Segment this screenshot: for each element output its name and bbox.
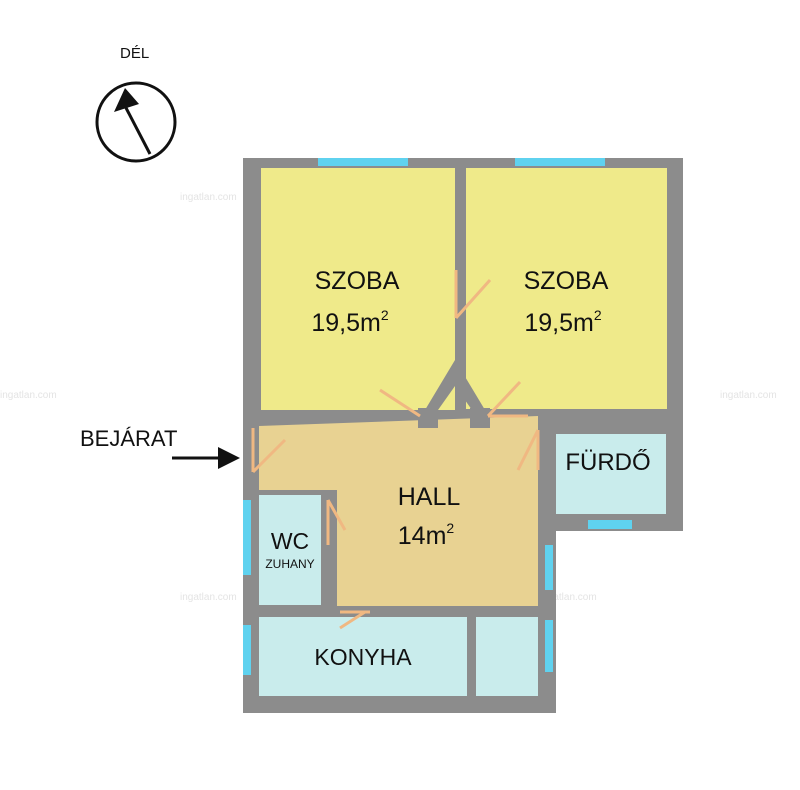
watermark: ingatlan.com bbox=[540, 592, 597, 603]
door bbox=[454, 278, 492, 320]
windows bbox=[243, 158, 632, 675]
room-name: SZOBA bbox=[315, 267, 400, 295]
window bbox=[545, 545, 553, 590]
compass-label: DÉL bbox=[120, 45, 149, 62]
room-labels: SZOBA 19,5m2 SZOBA 19,5m2 HALL 14m2 FÜRD… bbox=[265, 267, 650, 670]
watermark: ingatlan.com bbox=[180, 592, 237, 603]
room-wc bbox=[259, 495, 321, 605]
watermark: ingatlan.com bbox=[720, 390, 777, 401]
room-konyha bbox=[259, 617, 467, 696]
room-szoba-left bbox=[261, 168, 455, 410]
compass-arrow-icon bbox=[114, 88, 139, 112]
room-name: KONYHA bbox=[314, 644, 412, 670]
room-name: SZOBA bbox=[524, 267, 609, 295]
room-hall bbox=[259, 416, 538, 606]
wall-notch bbox=[470, 408, 490, 428]
room-area: 14m2 bbox=[398, 520, 455, 550]
room-sub: ZUHANY bbox=[265, 557, 314, 571]
room-area: 19,5m2 bbox=[311, 307, 388, 337]
entrance: BEJÁRAT bbox=[80, 426, 240, 469]
entrance-arrow-icon bbox=[218, 447, 240, 469]
wall-chimney bbox=[425, 360, 485, 410]
door bbox=[379, 388, 421, 418]
door bbox=[251, 438, 287, 474]
room-name: HALL bbox=[398, 483, 461, 511]
room-szoba-right bbox=[466, 168, 667, 409]
window bbox=[588, 520, 632, 529]
door bbox=[339, 610, 366, 630]
window bbox=[545, 620, 553, 672]
watermark: ingatlan.com bbox=[180, 192, 237, 203]
room-name: FÜRDŐ bbox=[565, 449, 650, 476]
window bbox=[243, 625, 251, 675]
wall-notch bbox=[418, 408, 438, 428]
door bbox=[486, 380, 522, 418]
room-name: WC bbox=[271, 528, 309, 554]
doors bbox=[251, 270, 540, 630]
window bbox=[243, 500, 251, 575]
door bbox=[326, 499, 347, 531]
window bbox=[318, 158, 408, 166]
door bbox=[516, 429, 540, 471]
window bbox=[515, 158, 605, 166]
watermark: ingatlan.com bbox=[0, 390, 57, 401]
entrance-label: BEJÁRAT bbox=[80, 426, 177, 451]
compass: DÉL bbox=[95, 45, 177, 163]
room-area: 19,5m2 bbox=[524, 307, 601, 337]
compass-circle bbox=[95, 81, 177, 163]
room-furdo bbox=[556, 434, 666, 514]
room-pantry bbox=[476, 617, 538, 696]
compass-arrow-icon bbox=[122, 103, 152, 155]
